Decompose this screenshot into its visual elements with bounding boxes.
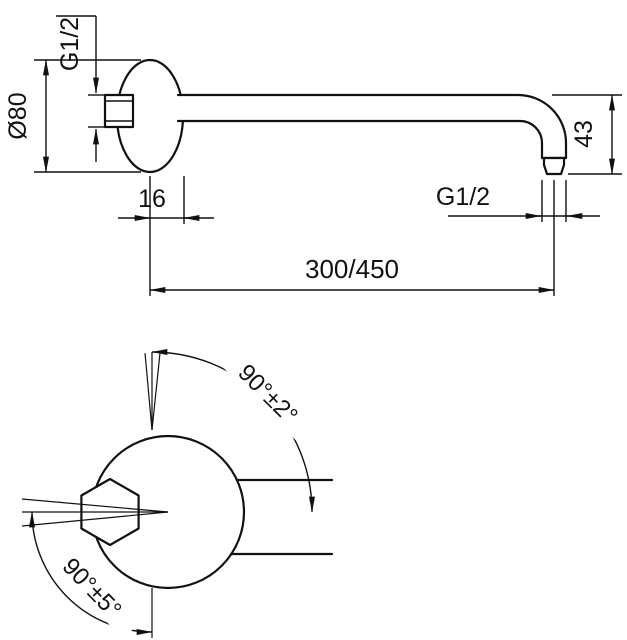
front-view: 90°±2° 90°±5° xyxy=(21,344,334,639)
angle-label-upper: 90°±2° xyxy=(232,359,302,429)
tolerance-line xyxy=(151,352,161,431)
dim-arm-length: 300/450 xyxy=(149,176,555,296)
side-view: G1/2 Ø80 16 G1/2 xyxy=(4,15,622,296)
dim-label-outlet-drop: 43 xyxy=(570,120,598,148)
dim-label-wall-thread: G1/2 xyxy=(56,17,84,71)
label-mask xyxy=(136,188,168,211)
dim-flange-diameter: Ø80 xyxy=(4,59,141,173)
tolerance-fan-vertical xyxy=(144,352,161,431)
dim-wall-thread: G1/2 xyxy=(56,15,104,162)
dim-label-flange-depth: 16 xyxy=(138,185,166,213)
dim-label-outlet-thread: G1/2 xyxy=(436,183,490,211)
arm-tube-outline xyxy=(176,93,568,160)
dim-outlet-thread: G1/2 xyxy=(436,180,600,222)
outlet-thread-cap xyxy=(542,156,566,176)
tolerance-line xyxy=(144,352,153,431)
dim-label-flange-diameter: Ø80 xyxy=(4,92,32,139)
wall-nut-side xyxy=(103,93,135,129)
label-mask xyxy=(219,344,319,445)
tolerance-line xyxy=(21,498,169,513)
arm-tube-fill xyxy=(178,95,566,158)
angle-label-upper-group: 90°±2° xyxy=(219,344,319,445)
dim-flange-depth: 16 xyxy=(118,176,214,224)
dim-label-arm-length: 300/450 xyxy=(305,254,399,284)
label-mask xyxy=(43,537,143,639)
dim-outlet-drop: 43 xyxy=(552,94,622,175)
